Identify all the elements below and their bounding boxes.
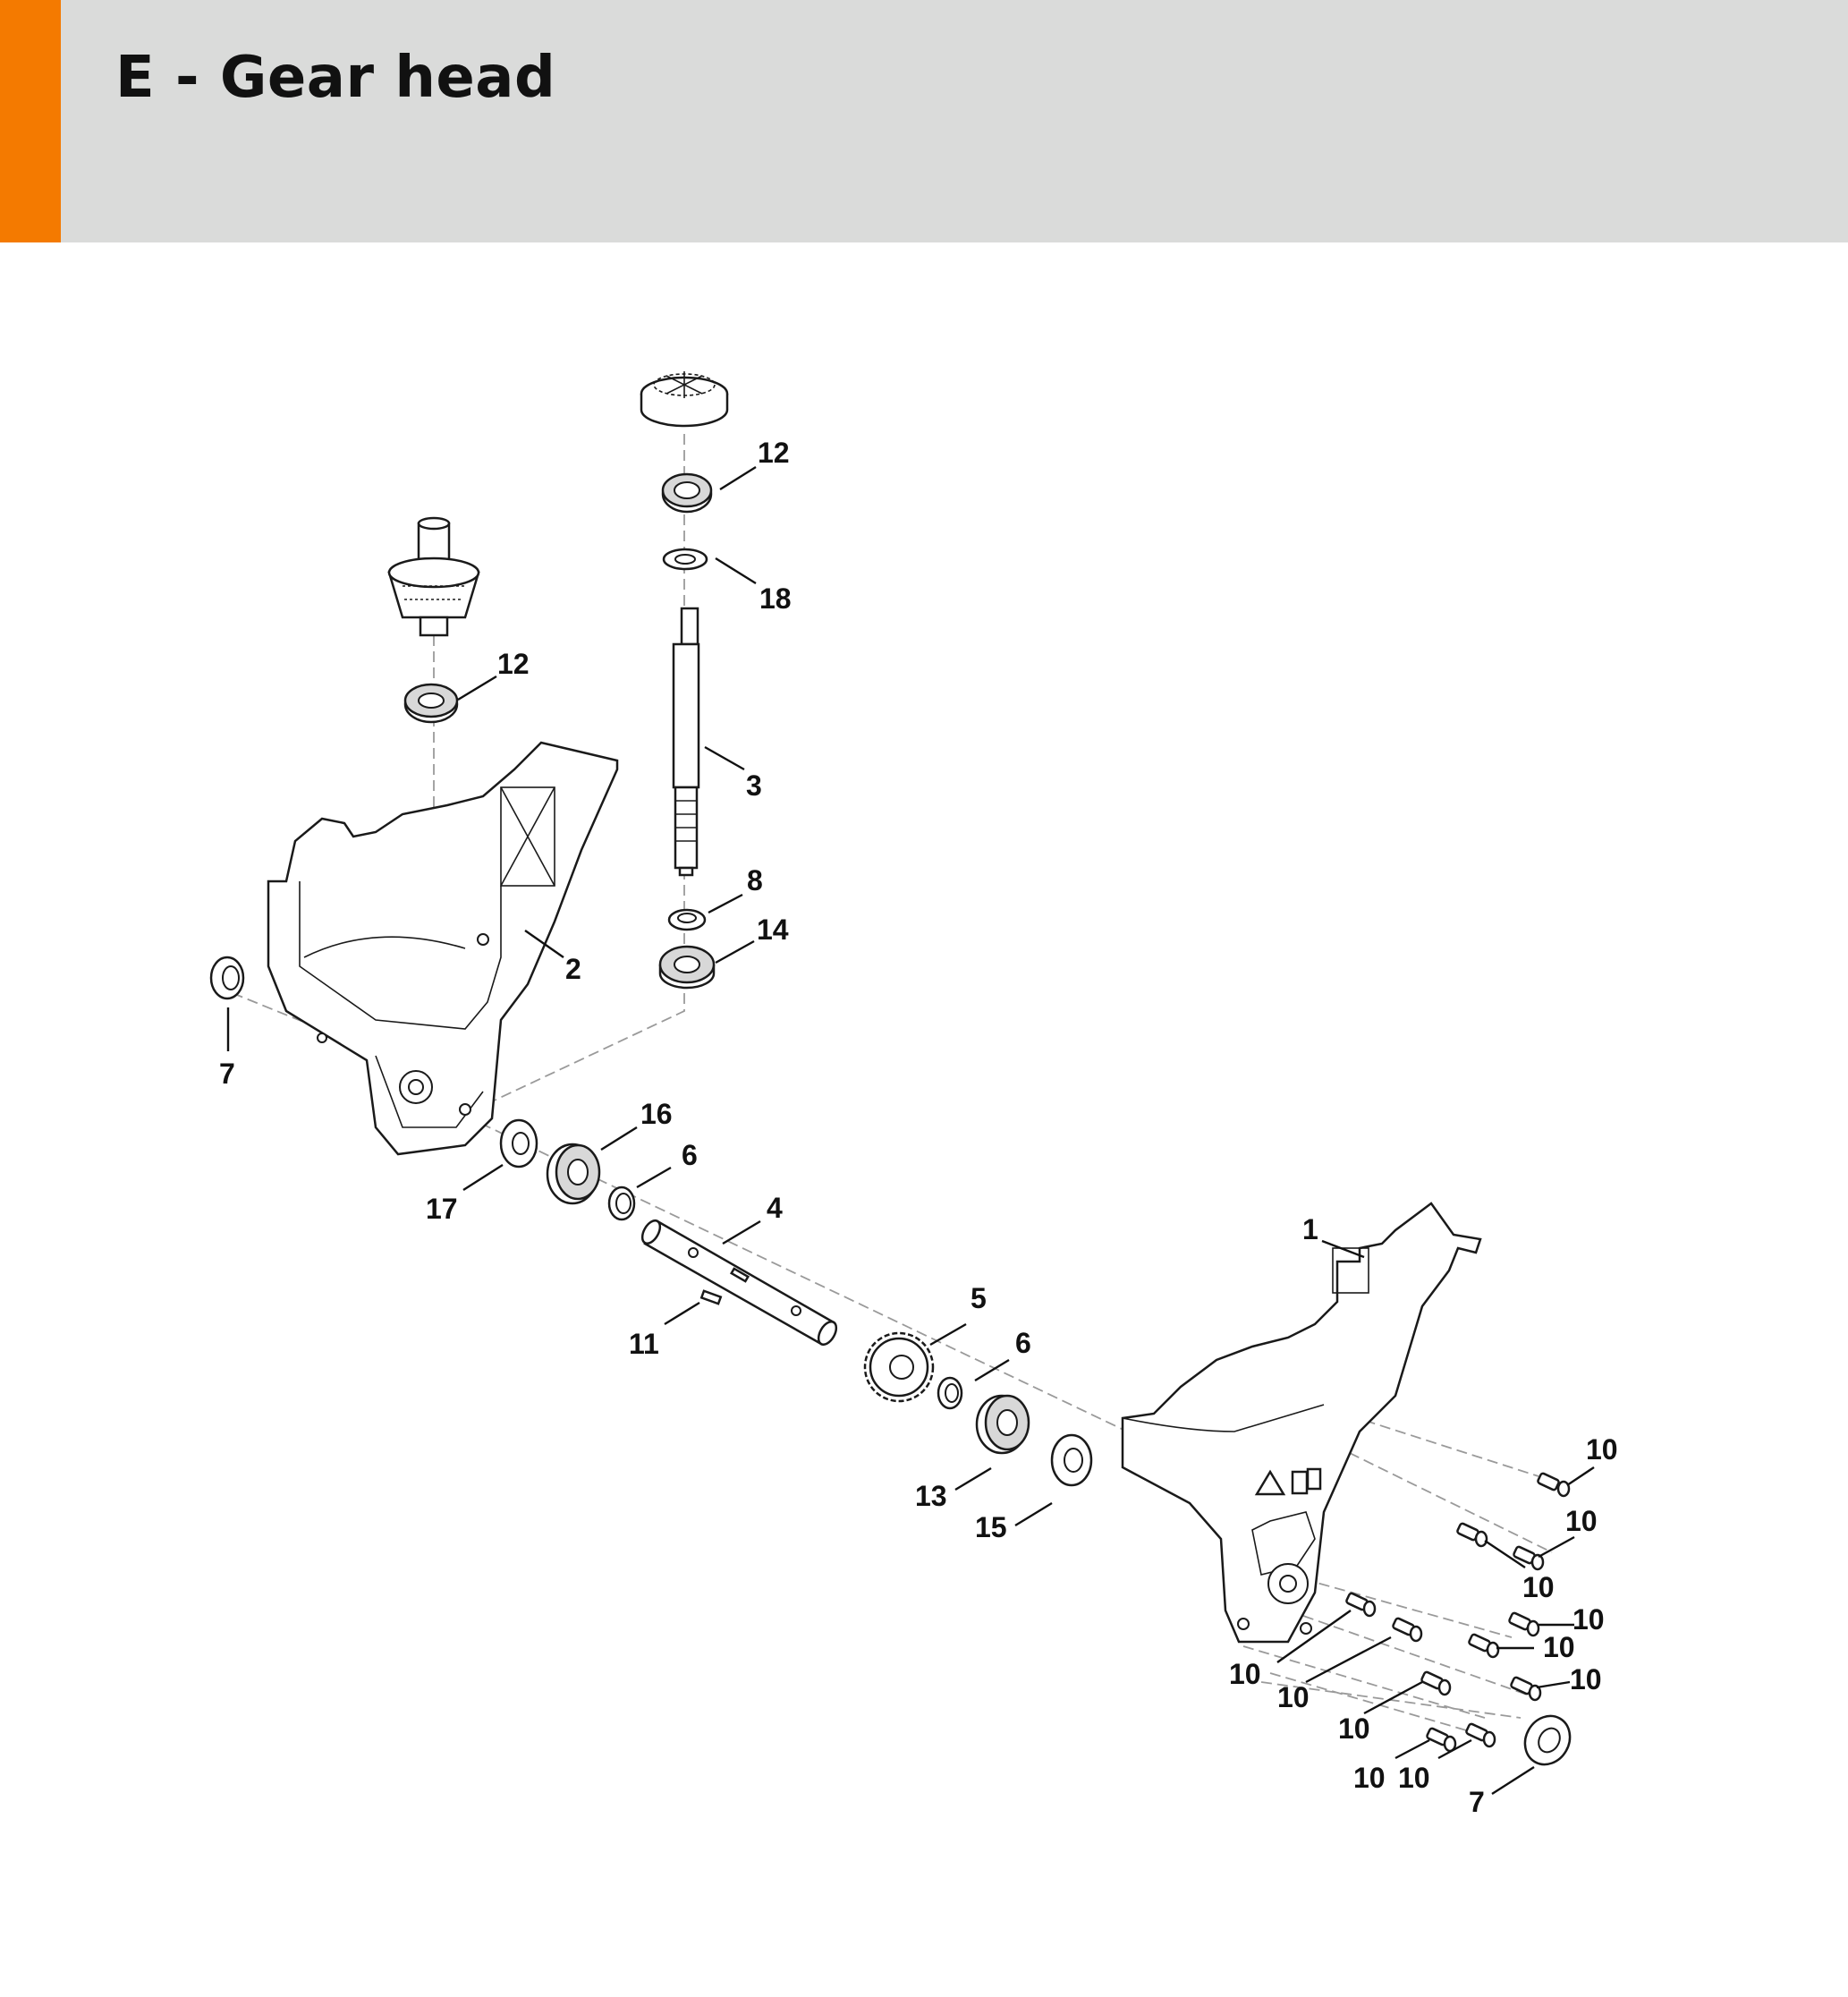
callout-12-upper: 12	[758, 437, 790, 469]
housing-2	[267, 741, 619, 1156]
callout-6-lower: 6	[1015, 1327, 1031, 1359]
left-bevel-gear-part	[387, 516, 480, 637]
shaft-4	[640, 1219, 838, 1347]
callout-10-h: 10	[1277, 1681, 1310, 1713]
seal-7-left	[209, 956, 245, 1000]
ring-6-lower	[937, 1376, 963, 1410]
callout-2: 2	[565, 953, 581, 985]
callout-10-e: 10	[1543, 1631, 1575, 1663]
callout-11: 11	[629, 1328, 659, 1360]
callout-7-left: 7	[219, 1058, 235, 1090]
callout-4: 4	[767, 1192, 783, 1224]
callout-10-a: 10	[1586, 1433, 1618, 1466]
screw-10-e	[1468, 1633, 1500, 1659]
ring-6-upper	[607, 1185, 636, 1221]
callout-10-c: 10	[1522, 1571, 1555, 1603]
screw-axis-6	[1269, 1672, 1486, 1737]
callout-12-left: 12	[497, 648, 530, 680]
bearing-13	[975, 1394, 1030, 1455]
callout-10-k: 10	[1398, 1762, 1430, 1794]
screw-10-c	[1513, 1545, 1545, 1571]
callout-14: 14	[757, 914, 789, 946]
callout-10-j: 10	[1353, 1762, 1386, 1794]
callout-17: 17	[426, 1193, 458, 1225]
callout-15: 15	[975, 1511, 1007, 1543]
callout-18: 18	[759, 582, 792, 615]
callout-13: 13	[915, 1480, 947, 1512]
callout-10-g: 10	[1229, 1658, 1261, 1690]
screw-axis-3	[1287, 1574, 1513, 1638]
screw-axis-1	[1287, 1395, 1539, 1477]
bearing-12-left	[403, 683, 459, 724]
upper-gear-part	[640, 371, 729, 428]
callout-10-f: 10	[1570, 1663, 1602, 1695]
page-title: E - Gear head	[115, 45, 556, 111]
screws-10	[1345, 1472, 1571, 1753]
callout-16: 16	[640, 1098, 673, 1130]
callout-labels: 12 18 12 3 8 14 2 7 16 6 17 4 1 11 5 6 1…	[219, 437, 1618, 1818]
seal-7-right	[1523, 1714, 1572, 1766]
bearing-12-upper	[661, 472, 713, 514]
shaft-to-housing-axis	[455, 993, 685, 1119]
screw-10-h	[1510, 1676, 1542, 1702]
seal-17	[499, 1118, 538, 1168]
page-header	[0, 0, 1848, 242]
screw-axis-2	[1305, 1431, 1553, 1553]
callout-10-b: 10	[1565, 1505, 1598, 1537]
washer-18	[662, 548, 708, 571]
bearing-8	[667, 908, 707, 931]
screw-10-k	[1465, 1722, 1496, 1748]
screw-10-j	[1426, 1727, 1457, 1753]
callout-8: 8	[747, 864, 763, 897]
key-11	[699, 1289, 723, 1305]
screw-10-a	[1537, 1472, 1571, 1498]
callout-3: 3	[746, 769, 762, 802]
bearing-16	[546, 1143, 601, 1205]
callout-10-d: 10	[1572, 1603, 1605, 1636]
bearing-14	[658, 945, 716, 990]
screw-axis-4	[1287, 1610, 1530, 1696]
screw-10-i	[1420, 1670, 1452, 1696]
header-accent-bar	[0, 0, 61, 242]
housing-1	[1121, 1202, 1482, 1644]
leader-lines	[226, 465, 1595, 1796]
screw-10-f	[1345, 1592, 1377, 1618]
gear-5	[863, 1331, 935, 1403]
screw-10-b	[1456, 1522, 1488, 1548]
callout-1: 1	[1302, 1213, 1318, 1245]
callout-7-right: 7	[1469, 1786, 1485, 1818]
shaft-3	[672, 607, 700, 877]
callout-5: 5	[971, 1282, 987, 1314]
screw-10-g	[1392, 1617, 1423, 1643]
seal-15	[1050, 1433, 1093, 1487]
screw-10-d	[1508, 1611, 1540, 1637]
callout-10-i: 10	[1338, 1712, 1370, 1745]
callout-6-upper: 6	[682, 1139, 698, 1171]
